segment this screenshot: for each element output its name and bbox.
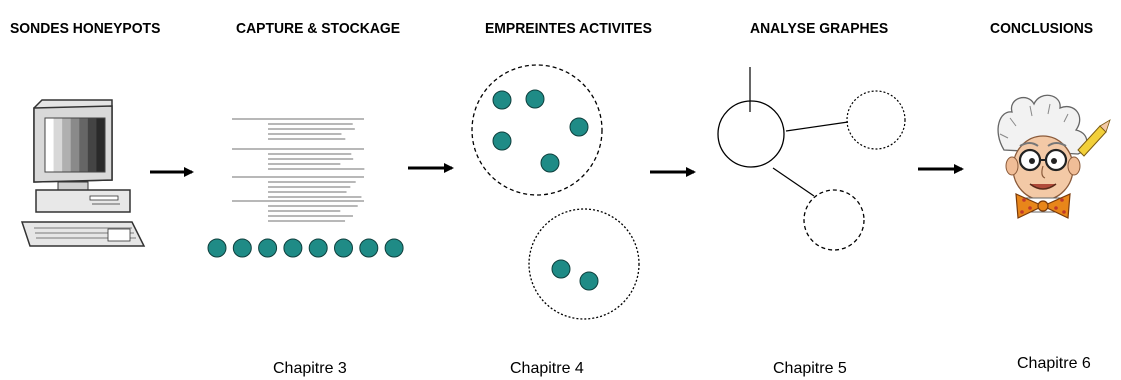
computer-icon bbox=[20, 99, 146, 247]
packet-dot bbox=[232, 238, 252, 258]
packet-dot bbox=[334, 238, 353, 258]
stage-title-conclusions: CONCLUSIONS bbox=[990, 20, 1094, 37]
graph-node-lower bbox=[803, 189, 865, 251]
packet-dot bbox=[384, 238, 404, 258]
packet-dot bbox=[308, 238, 328, 258]
professor-icon bbox=[997, 94, 1111, 219]
cluster-circles-icon bbox=[471, 64, 640, 320]
captured-packets-row bbox=[207, 238, 404, 258]
cluster-2 bbox=[528, 208, 640, 320]
log-text-icon bbox=[232, 118, 365, 222]
packet-dot bbox=[283, 238, 303, 258]
packet-dot bbox=[207, 238, 227, 258]
graph-nodes-icon bbox=[717, 67, 906, 251]
cluster-dot bbox=[569, 117, 589, 137]
cluster-dot bbox=[579, 271, 599, 291]
packet-dot bbox=[359, 238, 379, 258]
cluster-dot bbox=[540, 153, 560, 173]
stage-title-empreintes: EMPREINTES ACTIVITES bbox=[485, 20, 652, 37]
packet-dot bbox=[258, 238, 278, 258]
graph-node-main bbox=[717, 100, 785, 168]
stage-title-honeypots: SONDES HONEYPOTS bbox=[10, 20, 161, 37]
cluster-1 bbox=[471, 64, 603, 196]
chapter-label-4: Chapitre 4 bbox=[510, 360, 584, 377]
cluster-dot bbox=[492, 131, 512, 151]
cluster-dot bbox=[525, 89, 545, 109]
stage-title-graphes: ANALYSE GRAPHES bbox=[750, 20, 889, 37]
chapter-label-5: Chapitre 5 bbox=[773, 360, 847, 377]
stage-title-capture: CAPTURE & STOCKAGE bbox=[236, 20, 401, 37]
chapter-label-6: Chapitre 6 bbox=[1017, 355, 1091, 372]
cluster-dot bbox=[492, 90, 512, 110]
graph-node-right bbox=[846, 90, 906, 150]
cluster-dot bbox=[551, 259, 571, 279]
chapter-label-3: Chapitre 3 bbox=[273, 360, 347, 377]
